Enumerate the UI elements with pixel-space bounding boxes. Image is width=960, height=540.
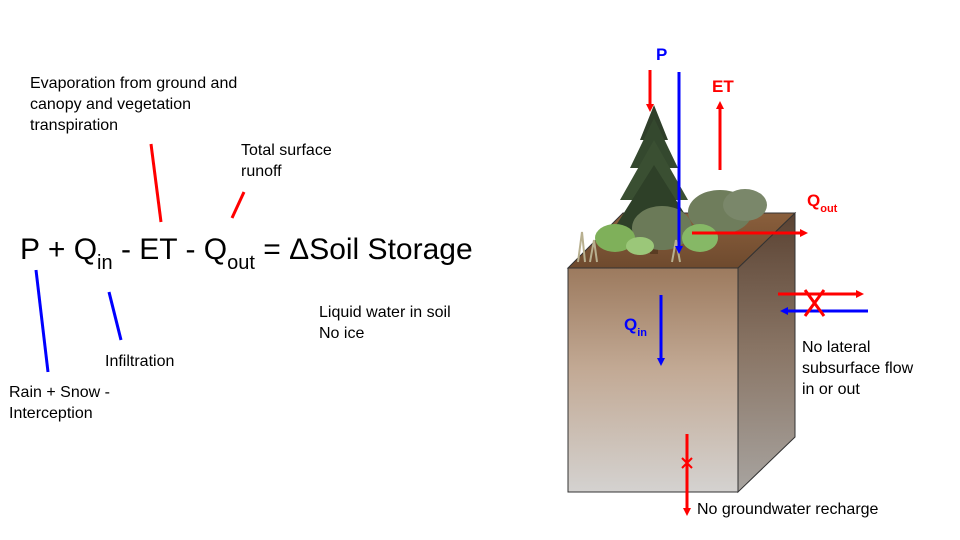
precip-label: P xyxy=(656,45,667,64)
lateral-flow-note: No lateral subsurface flow in or out xyxy=(802,339,914,398)
runoff-annotation: Total surface runoff xyxy=(241,142,332,180)
qin-label: Qin xyxy=(624,315,647,339)
eq-soil-storage: ΔSoil Storage xyxy=(289,233,473,266)
lateral-blocked-x-icon xyxy=(803,289,826,317)
eq-qout: Qout xyxy=(203,233,255,274)
qout-label: Qout xyxy=(807,191,838,215)
infiltration-pointer-line xyxy=(107,291,123,341)
groundwater-blocked-x-icon xyxy=(681,457,693,469)
evaporation-annotation: Evaporation from ground and canopy and v… xyxy=(30,75,238,134)
eq-minus-2: - xyxy=(185,233,196,266)
rain-pointer-line xyxy=(34,269,50,373)
rain-snow-annotation: Rain + Snow - Interception xyxy=(9,384,110,422)
runoff-pointer-line xyxy=(230,191,246,219)
eq-qin: Qin xyxy=(73,233,113,274)
liquid-water-note: Liquid water in soil No ice xyxy=(319,304,451,342)
groundwater-note: No groundwater recharge xyxy=(697,501,879,518)
eq-equals: = xyxy=(263,233,281,266)
water-balance-equation: P + Qin - ET - Qout = ΔSoil Storage xyxy=(20,228,473,274)
evaporation-pointer-line xyxy=(149,143,163,223)
infiltration-annotation: Infiltration xyxy=(105,353,175,370)
soil-block-front xyxy=(567,267,739,493)
eq-et: ET xyxy=(139,233,178,266)
et-label: ET xyxy=(712,77,734,96)
eq-plus: + xyxy=(47,233,66,266)
eq-precip: P xyxy=(20,233,40,266)
vegetation-shrubs-icon xyxy=(577,189,767,263)
eq-minus: - xyxy=(120,233,131,266)
